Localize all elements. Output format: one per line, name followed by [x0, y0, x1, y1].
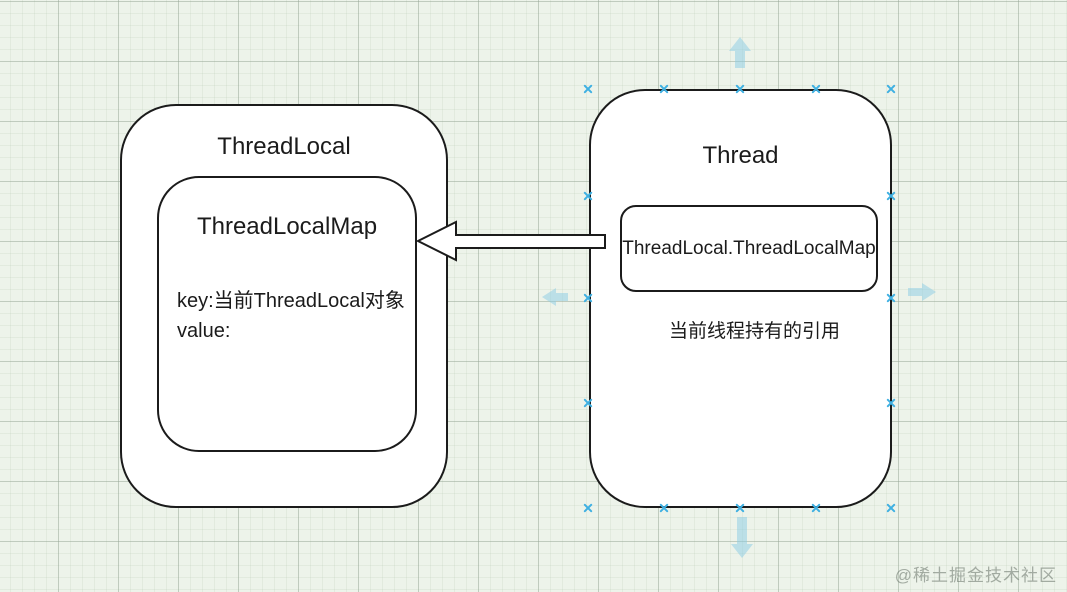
direction-arrow-left-icon[interactable] [542, 288, 568, 306]
selection-handle[interactable] [735, 84, 745, 94]
selection-handle[interactable] [659, 84, 669, 94]
threadlocal-title: ThreadLocal [217, 133, 351, 160]
selection-handle[interactable] [811, 84, 821, 94]
selection-handle[interactable] [886, 84, 896, 94]
selection-handle[interactable] [583, 191, 593, 201]
thread-caption: 当前线程持有的引用 [668, 321, 840, 342]
selection-handle[interactable] [886, 503, 896, 513]
direction-arrow-down-icon[interactable] [731, 517, 753, 558]
selection-handle[interactable] [583, 398, 593, 408]
thread-inner-box[interactable]: ThreadLocal.ThreadLocalMap [620, 205, 878, 292]
selection-handle[interactable] [811, 503, 821, 513]
selection-handle[interactable] [583, 293, 593, 303]
selection-handle[interactable] [886, 293, 896, 303]
threadlocalmap-title: ThreadLocalMap [196, 213, 378, 240]
threadlocalmap-box[interactable] [157, 176, 417, 452]
key-value-text: key:当前ThreadLocal对象 value: [177, 286, 405, 346]
selection-handle[interactable] [583, 503, 593, 513]
thread-inner-label: ThreadLocal.ThreadLocalMap [622, 237, 876, 259]
watermark: @稀土掘金技术社区 [894, 566, 1057, 585]
thread-title: Thread [702, 142, 779, 169]
selection-handle[interactable] [583, 84, 593, 94]
direction-arrow-up-icon[interactable] [729, 37, 751, 68]
selection-handle[interactable] [886, 398, 896, 408]
selection-handle[interactable] [659, 503, 669, 513]
direction-arrow-right-icon[interactable] [908, 283, 936, 301]
selection-handle[interactable] [886, 191, 896, 201]
selection-handle[interactable] [735, 503, 745, 513]
key-line: key:当前ThreadLocal对象 [177, 290, 405, 312]
reference-arrow[interactable] [415, 220, 606, 262]
value-line: value: [177, 320, 231, 342]
